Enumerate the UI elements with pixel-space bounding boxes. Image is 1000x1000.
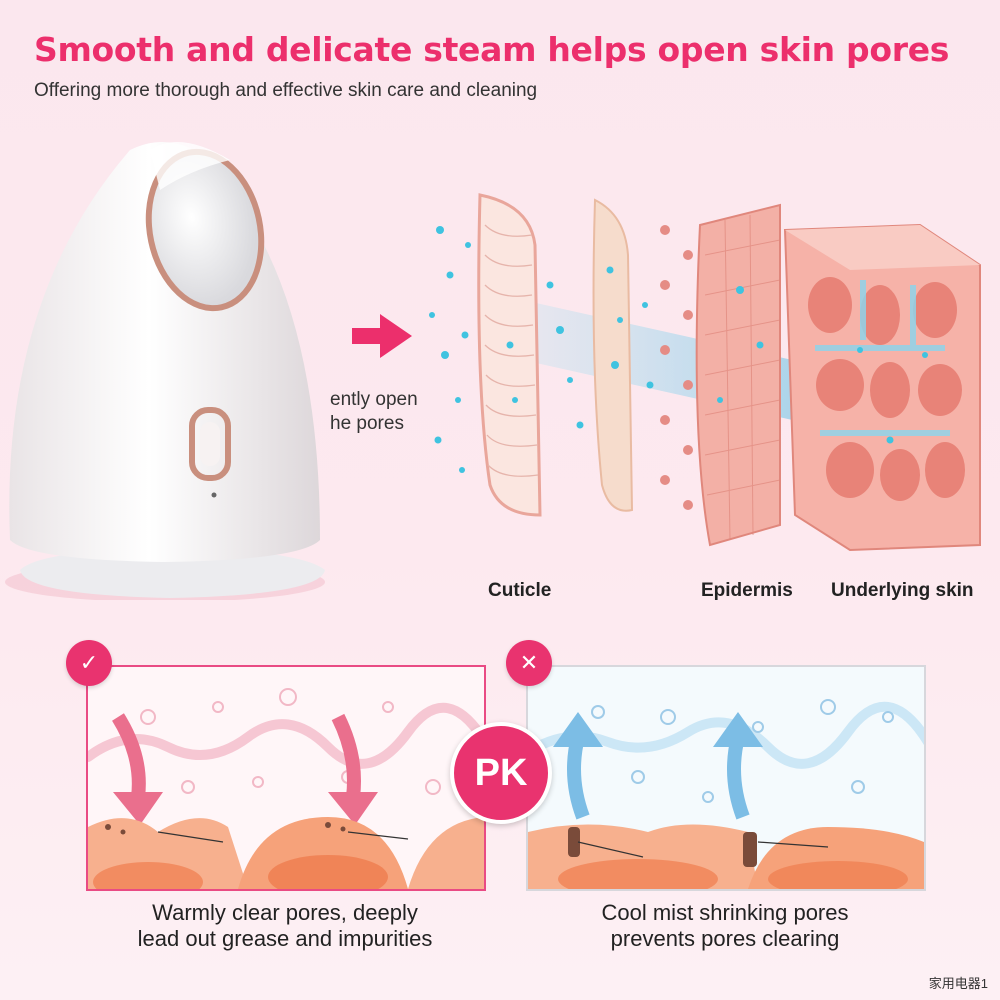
warm-steam-panel <box>86 665 486 891</box>
layer-label-underlying-skin: Underlying skin <box>831 580 974 601</box>
direction-arrow-icon <box>352 314 412 358</box>
caption-line: Warmly clear pores, deeply <box>152 900 418 925</box>
watermark: 家用电器1 <box>928 976 988 991</box>
facial-steamer-image <box>5 141 325 600</box>
caption-line: lead out grease and impurities <box>137 926 433 951</box>
skin-layers-diagram <box>429 193 981 552</box>
cool-mist-caption: Cool mist shrinking pores prevents pores… <box>520 900 930 952</box>
steam-label: ently open he pores <box>330 388 440 436</box>
cool-mist-panel <box>526 665 926 891</box>
cool-mist-illustration <box>528 667 924 889</box>
layer-label-epidermis: Epidermis <box>701 580 793 601</box>
steam-label-line: he pores <box>330 413 404 434</box>
checkmark-icon: ✓ <box>66 640 112 686</box>
warm-steam-caption: Warmly clear pores, deeply lead out grea… <box>80 900 490 952</box>
pk-badge: PK <box>450 722 552 824</box>
headline: Smooth and delicate steam helps open ski… <box>34 30 950 69</box>
caption-line: Cool mist shrinking pores <box>601 900 849 925</box>
caption-line: prevents pores clearing <box>610 926 840 951</box>
subheadline: Offering more thorough and effective ski… <box>34 80 538 101</box>
steam-label-line: ently open <box>330 389 418 410</box>
warm-steam-illustration <box>88 667 484 889</box>
layer-label-cuticle: Cuticle <box>488 580 552 601</box>
cross-icon: ✕ <box>506 640 552 686</box>
